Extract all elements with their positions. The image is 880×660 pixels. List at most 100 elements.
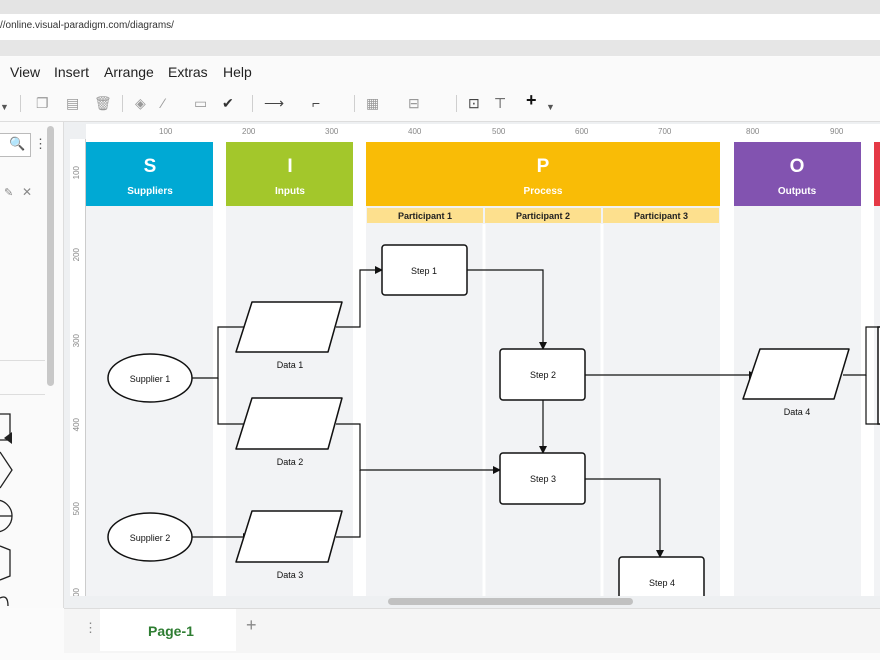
step-2-node[interactable] [499, 348, 586, 401]
arrange-front-icon[interactable]: ▦ [366, 95, 380, 111]
node-label: Data 3 [277, 570, 304, 580]
more-options-icon[interactable]: ⋮ [34, 136, 47, 151]
menu-help[interactable]: Help [223, 64, 252, 80]
supplier-1-node[interactable] [107, 353, 193, 403]
copy-icon[interactable]: ❐ [36, 95, 49, 111]
menu-insert[interactable]: Insert [54, 64, 90, 80]
column-header-suppliers[interactable] [86, 142, 213, 206]
column-title: Inputs [275, 186, 305, 197]
panel-divider [0, 360, 45, 361]
panel-divider [0, 394, 45, 395]
address-bar[interactable] [0, 14, 880, 40]
menu-arrange[interactable]: Arrange [104, 64, 154, 80]
horizontal-scrollbar[interactable] [388, 598, 633, 605]
format-painter-icon[interactable]: ✔ [222, 95, 234, 111]
column-title: Suppliers [127, 186, 173, 197]
column-header-customers[interactable] [874, 142, 880, 206]
fit-page-icon[interactable]: ⊡ [468, 95, 480, 111]
ruler-tick: 200 [242, 127, 256, 136]
step-1-node[interactable] [381, 244, 468, 296]
connector-step3-step4[interactable] [585, 478, 664, 558]
add-icon[interactable]: + [526, 90, 537, 110]
toolbar-separator [122, 95, 123, 112]
connector-data4-customer[interactable] [865, 375, 880, 425]
connector-data1-step1[interactable] [336, 266, 383, 328]
ruler-tick: 700 [658, 127, 672, 136]
connector-straight-icon[interactable]: ⟶ [264, 95, 285, 111]
menu-extras[interactable]: Extras [168, 64, 208, 80]
toolbar-separator [20, 95, 21, 112]
data-3-node[interactable] [235, 510, 343, 563]
ruler-tick: 400 [408, 127, 422, 136]
decision-shape-icon[interactable] [0, 451, 13, 489]
participant-label: Participant 2 [516, 211, 570, 221]
shape-search-input[interactable] [0, 133, 31, 157]
column-letter: O [790, 156, 805, 177]
ruler-tick: 500 [492, 127, 506, 136]
search-icon[interactable]: 🔍 [9, 136, 26, 151]
lane-outputs[interactable] [734, 206, 861, 596]
shadow-icon[interactable]: ▭ [194, 95, 208, 111]
fill-color-icon[interactable]: ◈ [135, 95, 146, 111]
participant-header-2[interactable] [485, 208, 601, 223]
toolbar-separator [456, 95, 457, 112]
connector-elbow-icon[interactable]: ⌐ [312, 95, 321, 111]
page-menu-icon[interactable]: ⋮ [84, 620, 97, 635]
menu-bar [0, 57, 880, 85]
chevron-down-icon[interactable]: ▼ [546, 102, 555, 112]
line-color-icon[interactable]: ⁄ [162, 95, 165, 111]
page-tab[interactable] [100, 609, 236, 651]
participant-header-3[interactable] [603, 208, 719, 223]
add-page-button[interactable]: + [246, 615, 257, 635]
column-header-outputs[interactable] [734, 142, 861, 206]
node-label: Step 2 [530, 370, 556, 380]
connector-supplier1-data1[interactable] [191, 323, 255, 379]
participant-label: Participant 1 [398, 211, 452, 221]
customer-node-partial[interactable] [877, 326, 880, 425]
connector-data2-step3[interactable] [336, 423, 501, 474]
align-icon[interactable]: ⊟ [408, 95, 420, 111]
node-label: Data 4 [784, 407, 811, 417]
document-shape-icon[interactable] [4, 432, 12, 444]
address-url[interactable]: //online.visual-paradigm.com/diagrams/ [0, 20, 174, 31]
connector-supplier1-data2[interactable] [217, 378, 255, 428]
menu-view[interactable]: View [10, 64, 41, 80]
database-shape-icon[interactable] [0, 545, 11, 581]
participant-header-1[interactable] [367, 208, 483, 223]
connector-data3-step3[interactable] [336, 470, 361, 538]
shape-library-preview[interactable] [0, 400, 45, 610]
connector-data4-customer[interactable] [843, 326, 880, 376]
supplier-2-node[interactable] [107, 512, 193, 562]
close-icon[interactable]: ✕ [22, 185, 33, 199]
resize-icon[interactable]: ⊤ [494, 95, 507, 111]
ruler-tick: 900 [830, 127, 844, 136]
edit-icon[interactable]: ✎ [4, 187, 14, 199]
node-label: Step 1 [411, 266, 437, 276]
ruler-left [70, 139, 86, 608]
document-shape-icon[interactable] [0, 413, 11, 441]
column-header-process[interactable] [366, 142, 720, 206]
ruler-tick: 600 [575, 127, 589, 136]
data-2-node[interactable] [235, 397, 343, 450]
ruler-tick: 100 [159, 127, 173, 136]
lane-customers[interactable] [874, 206, 880, 596]
node-label: Supplier 2 [130, 533, 171, 543]
page-tab-label: Page-1 [148, 623, 194, 639]
panel-scrollbar[interactable] [47, 126, 54, 386]
step-3-node[interactable] [499, 452, 586, 505]
column-letter: I [287, 156, 292, 177]
ruler-tick: 300 [325, 127, 339, 136]
chevron-down-icon[interactable]: ▼ [0, 102, 9, 112]
data-4-node[interactable] [742, 348, 850, 400]
delete-icon[interactable]: 🗑 [94, 95, 112, 111]
participant-label: Participant 3 [634, 211, 688, 221]
column-header-inputs[interactable] [226, 142, 353, 206]
connector-step1-step2[interactable] [467, 269, 547, 350]
paste-icon[interactable]: ▤ [66, 95, 80, 111]
ruler-tick: 800 [746, 127, 760, 136]
data-1-node[interactable] [235, 301, 343, 353]
browser-tab-strip [0, 40, 880, 56]
column-title: Outputs [778, 186, 817, 197]
connectors [191, 266, 880, 558]
